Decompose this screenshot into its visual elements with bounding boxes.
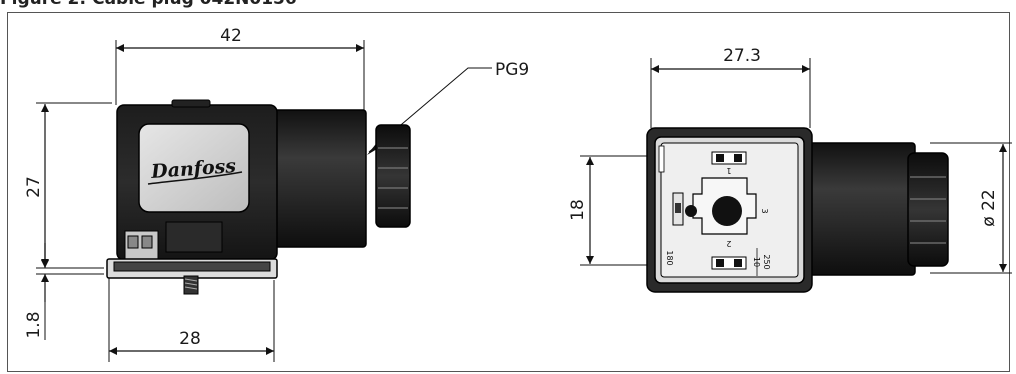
logo-panel — [138, 123, 250, 213]
diameter-label: ø 22 — [979, 189, 999, 226]
side-slot-marker — [675, 203, 681, 213]
pin-2-terminal — [734, 259, 742, 267]
base-height-label: 1.8 — [24, 311, 44, 338]
pin-3-label: 3 — [760, 208, 769, 213]
height-dimension-label: 27 — [24, 176, 44, 198]
gland-nut-ribs — [378, 147, 408, 209]
terminal-screw — [127, 235, 139, 249]
housing-top-tab — [171, 99, 211, 108]
angle-marking: 180 — [665, 250, 674, 265]
rating-marking-bottom: 250 — [762, 254, 771, 269]
terminal-screw — [141, 235, 153, 249]
pin-1-terminal — [734, 154, 742, 162]
gland-nut-ribs — [910, 176, 946, 244]
front-view: 27.3 18 ø 22 1 — [568, 46, 1012, 293]
gland-nut — [375, 124, 411, 228]
screw-thread — [184, 278, 198, 290]
pin-2-terminal — [716, 259, 724, 267]
earth-contact — [712, 196, 742, 226]
logo-underline — [147, 171, 243, 185]
orientation-mark — [658, 145, 665, 173]
width-dimension-label: 42 — [220, 26, 242, 46]
pin-1-label: 1 — [726, 166, 731, 175]
rating-marking-top: 10 — [752, 257, 761, 267]
cable-entry-body — [804, 142, 916, 276]
gasket — [113, 261, 271, 272]
gland-nut — [907, 152, 949, 267]
label-recess — [165, 221, 223, 253]
figure-caption: Figure 2: Cable plug 042N0156 — [0, 0, 297, 9]
front-width-label: 27.3 — [723, 46, 761, 66]
base-width-label: 28 — [179, 329, 201, 349]
locating-pin — [685, 205, 697, 217]
gland-label: PG9 — [495, 60, 529, 80]
side-view: 42 27 1.8 28 PG9 Danfoss — [24, 26, 529, 362]
drawing-frame — [7, 12, 1010, 372]
pin-2-label: 2 — [726, 239, 731, 248]
pin-1-terminal — [716, 154, 724, 162]
pin-spacing-label: 18 — [568, 199, 588, 221]
gland-leader-line — [368, 67, 492, 153]
